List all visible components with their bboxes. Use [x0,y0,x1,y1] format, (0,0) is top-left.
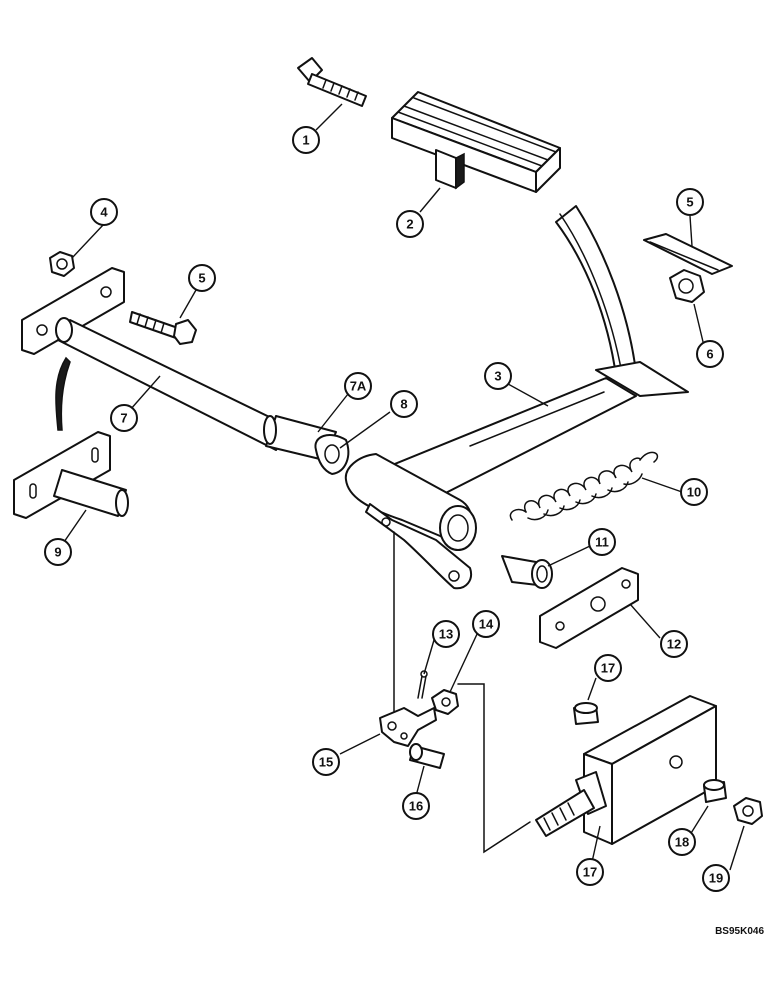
callout-label: 18 [675,835,689,850]
callout-label: 10 [687,485,701,500]
pedal-arm-2-icon [344,205,689,590]
callout-label: 13 [439,627,453,642]
callout-15: 13 [432,620,460,648]
callout-8: 5 [188,264,216,292]
cotter-pin-15-icon [417,670,428,699]
callout-label: 12 [667,637,681,652]
callout-label: 7A [350,379,367,394]
callout-label: 17 [583,865,597,880]
callout-label: 16 [409,799,423,814]
callout-9: 4 [90,198,118,226]
callout-5-upper: 7A [344,372,372,400]
clevis-pin-14-icon [409,743,445,769]
callout-label: 6 [706,347,713,362]
callout-16: 17 [576,858,604,886]
callout-label: 11 [595,535,609,550]
callout-10: 5 [676,188,704,216]
callout-17-lower: 18 [668,828,696,856]
callout-4: 6 [696,340,724,368]
callout-label: 15 [319,755,333,770]
callout-1: 2 [396,210,424,238]
nut-13-icon [431,689,459,715]
callout-14: 16 [402,792,430,820]
nut-9-icon [49,251,75,277]
callout-17-upper: 17 [594,654,622,682]
callout-13: 14 [472,610,500,638]
callout-label: 14 [479,617,494,632]
washer-19-icon [314,434,350,475]
plate-6-icon [539,567,639,649]
callout-label: 5 [198,271,205,286]
spring-11-icon [509,451,659,521]
nut-4-icon [669,269,705,303]
callout-3: 1 [292,126,320,154]
callout-12: 15 [312,748,340,776]
clevis-12-icon [379,707,437,747]
callout-label: 17 [601,661,615,676]
actuator-16-icon [535,695,717,845]
callout-2: 3 [484,362,512,390]
arrow-icon [55,356,71,431]
bolt-3-icon [297,57,367,107]
callout-19: 8 [390,390,418,418]
callout-18: 19 [702,864,730,892]
callout-label: 3 [494,369,501,384]
callout-label: 2 [406,217,413,232]
callout-7: 7 [110,404,138,432]
callout-label: 7 [120,411,127,426]
pad-10-icon [643,233,733,275]
cable-line [457,683,531,854]
callout-6: 12 [660,630,688,658]
callout-label: 4 [100,205,108,220]
callout-11: 10 [680,478,708,506]
bushing-5-lower-icon [501,555,553,589]
callout-label: 8 [400,397,407,412]
pedal-pad-1-icon [391,91,561,193]
bushing-17-upper-icon [573,702,599,725]
callout-label: 9 [54,545,61,560]
bolt-8-icon [129,311,197,345]
callout-7a: 9 [44,538,72,566]
bushing-17-lower-icon [703,779,727,803]
callout-label: 1 [302,133,309,148]
nut-18-icon [733,797,763,825]
callout-label: 19 [709,871,723,886]
plate-stub-7a-icon [13,431,129,519]
figure-code: BS95K046 [715,926,764,937]
callout-label: 5 [686,195,693,210]
callout-5-lower: 11 [588,528,616,556]
